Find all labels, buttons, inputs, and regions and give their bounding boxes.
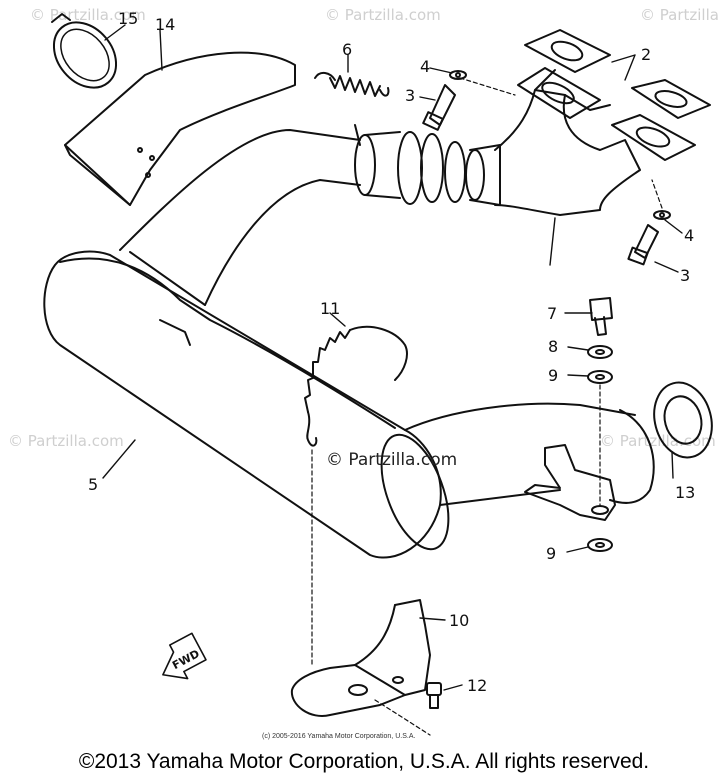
part-3-bolt-lower [627,224,659,266]
part-11-spring [304,325,408,447]
part-7-bolt [589,297,613,336]
callout-2: 2 [641,45,651,64]
fwd-arrow-icon [162,632,207,680]
callout-4-lower: 4 [684,226,694,245]
fwd-label: FWD [170,647,202,672]
part-15-clamp [51,13,118,89]
footer-copyright: ©2013 Yamaha Motor Corporation, U.S.A. A… [78,750,650,773]
part-4-washer-lower [653,210,671,220]
callout-8: 8 [548,337,558,356]
part-13-grommet [653,381,713,459]
callout-11: 11 [320,299,340,318]
callout-3-upper: 3 [405,86,415,105]
watermark-mid-left: © Partzilla.com [8,432,124,450]
part-9-washer-lower [587,538,613,552]
callout-9-lower: 9 [546,544,556,563]
callout-15: 15 [118,9,138,28]
exhaust-pipe [119,129,361,306]
callout-4-upper: 4 [420,57,430,76]
part-3-bolt-upper [422,84,456,131]
exhaust-manifold [494,69,641,216]
part-10-bracket [290,599,431,736]
watermark-top-right: © Partzilla.com [325,6,441,24]
tail-bracket [524,444,616,521]
watermark-center: © Partzilla.com [326,450,458,470]
leader-lines [102,24,683,691]
callout-12: 12 [467,676,487,695]
part-14-heat-shield [64,51,296,206]
watermark-top-far-right: © Partzilla [640,6,719,24]
part-8-washer [587,345,613,359]
callout-14: 14 [155,15,175,34]
callout-13: 13 [675,483,695,502]
callout-7: 7 [547,304,557,323]
part-4-washer-upper [449,70,467,80]
part-2-gaskets [517,29,711,161]
callout-5: 5 [88,475,98,494]
callout-3-lower: 3 [680,266,690,285]
part-12-bolt [426,682,442,709]
part-5-muffler [43,250,655,559]
callout-10: 10 [449,611,469,630]
part-9-washer-upper [587,370,613,384]
watermark-top-left: © Partzilla.com [30,6,146,24]
callout-6: 6 [342,40,352,59]
inner-copyright: (c) 2005-2016 Yamaha Motor Corporation, … [262,733,416,740]
callout-9-upper: 9 [548,366,558,385]
part-6-spring [314,72,390,146]
rubber-joint [354,131,501,206]
watermark-mid-right: © Partzilla.com [600,432,716,450]
